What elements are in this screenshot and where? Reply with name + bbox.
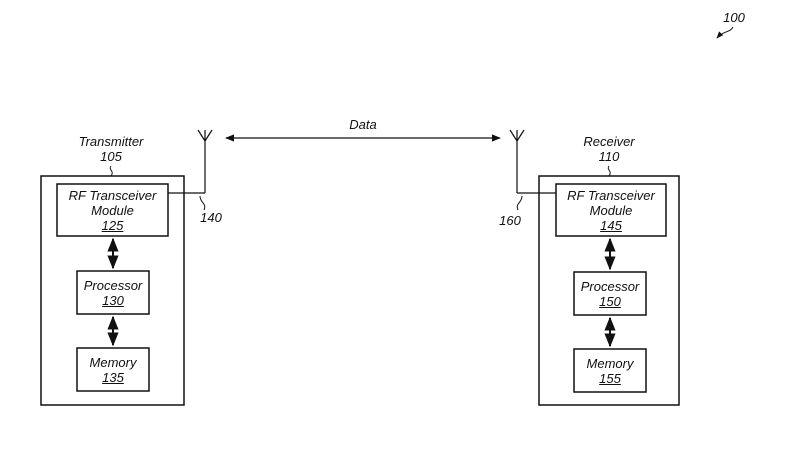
transmitter-rf-box: [56, 183, 169, 237]
transmitter-ref: 105: [100, 149, 122, 164]
receiver-processor: Processor 150: [574, 272, 646, 315]
receiver-memory-box: [573, 348, 647, 393]
receiver-rf-box: [555, 183, 667, 237]
transmitter-memory-ref: 135: [102, 369, 124, 385]
receiver-rf-module: RF Transceiver Module 145: [556, 184, 666, 236]
transmitter-antenna: [168, 129, 213, 194]
receiver-title: Receiver: [583, 134, 635, 149]
figure-ref-leader: [716, 26, 734, 39]
transmitter-rf-module: RF Transceiver Module 125: [57, 184, 168, 236]
receiver-processor-box: [573, 271, 647, 316]
transmitter-memory: Memory 135: [77, 348, 149, 391]
transmitter-processor-ref: 130: [102, 292, 124, 308]
transmitter-rf-ref: 125: [101, 217, 124, 233]
receiver-memory-label: Memory: [586, 355, 634, 371]
receiver-rf-ref: 145: [600, 217, 622, 233]
receiver-processor-ref: 150: [599, 293, 621, 309]
transmitter-processor-label: Processor: [83, 277, 143, 293]
antenna-140-leader: [199, 195, 206, 211]
transmitter-ref-leader: [109, 165, 113, 177]
receiver-memory-ref: 155: [599, 370, 621, 386]
transmitter-antenna-ref: 140: [200, 210, 222, 225]
figure-ref: 100: [723, 10, 745, 25]
antenna-160-leader: [516, 195, 523, 211]
receiver-rf-line1: RF Transceiver: [567, 187, 655, 203]
receiver-memory: Memory 155: [574, 349, 646, 392]
receiver-processor-label: Processor: [580, 278, 640, 294]
transmitter-memory-label: Memory: [89, 354, 137, 370]
transmitter-box: [40, 175, 185, 406]
receiver-antenna: [509, 129, 556, 194]
receiver-antenna-ref: 160: [499, 213, 521, 228]
transmitter-title: Transmitter: [78, 134, 144, 149]
data-label: Data: [349, 117, 377, 132]
transmitter-processor: Processor 130: [77, 271, 149, 314]
transmitter-memory-box: [76, 347, 150, 392]
receiver-ref-leader: [607, 165, 611, 177]
transmitter-processor-box: [76, 270, 150, 315]
receiver-rf-line2: Module: [589, 202, 633, 218]
receiver-ref: 110: [598, 149, 620, 164]
transmitter-rf-line1: RF Transceiver: [68, 187, 157, 203]
transmitter-rf-line2: Module: [91, 202, 134, 218]
